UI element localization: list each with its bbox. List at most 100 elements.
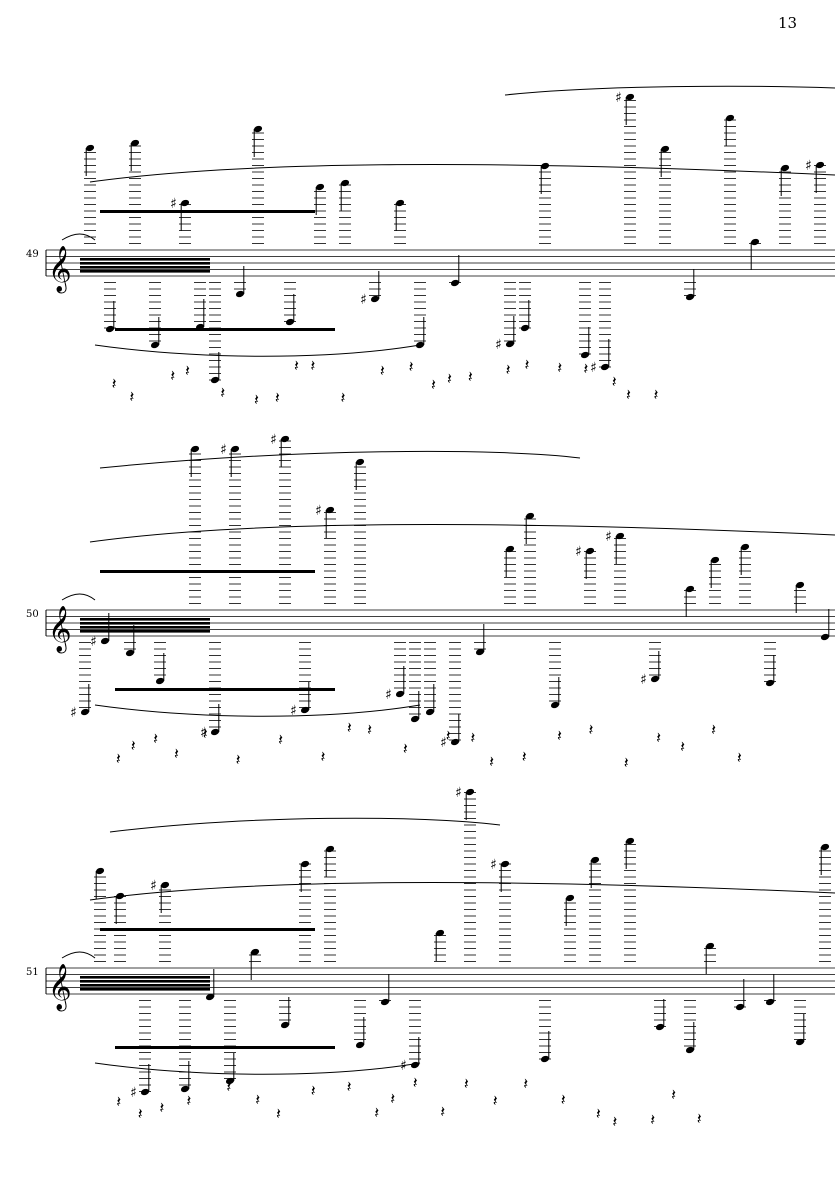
- notehead: [685, 1046, 695, 1054]
- notehead: [180, 1085, 190, 1093]
- notehead: [190, 445, 200, 453]
- tie: [109, 817, 501, 833]
- sharp-icon: ♯: [150, 878, 157, 894]
- notes-system: ♯♯♯♯♯𝄽𝄽𝄽𝄽𝄽𝄽𝄽𝄽𝄽𝄽𝄽𝄽𝄽𝄽𝄽𝄽𝄽𝄽𝄽𝄽𝄽𝄽: [61, 785, 835, 1131]
- notehead: [795, 1038, 805, 1046]
- beam: [80, 984, 210, 987]
- rest-icon: 𝄽: [468, 367, 473, 386]
- notehead: [520, 324, 530, 332]
- rest-icon: 𝄽: [612, 1112, 617, 1131]
- notehead: [85, 144, 95, 152]
- sharp-icon: ♯: [640, 672, 647, 688]
- notehead: [500, 860, 510, 868]
- notes-system: ♯♯♯♯♯♯♯♯♯♯♯♯𝄽𝄽𝄽𝄽𝄽𝄽𝄽𝄽𝄽𝄽𝄽𝄽𝄽𝄽𝄽𝄽𝄽𝄽𝄽𝄽𝄽𝄽: [61, 432, 835, 772]
- rest-icon: 𝄽: [380, 361, 385, 380]
- notehead: [80, 708, 90, 716]
- slur: [89, 524, 835, 543]
- rest-icon: 𝄽: [612, 372, 617, 391]
- notehead: [210, 376, 220, 384]
- beam: [80, 622, 210, 625]
- rest-icon: 𝄽: [254, 390, 259, 409]
- slur: [61, 951, 96, 959]
- notehead: [285, 318, 295, 326]
- notehead: [740, 543, 750, 551]
- notehead: [655, 1023, 665, 1031]
- rest-icon: 𝄽: [185, 361, 190, 380]
- rest-icon: 𝄽: [374, 1103, 379, 1122]
- notehead: [95, 867, 105, 875]
- notehead: [210, 728, 220, 736]
- rest-icon: 𝄽: [390, 1089, 395, 1108]
- rest-icon: 𝄽: [276, 1104, 281, 1123]
- sharp-icon: ♯: [290, 703, 297, 719]
- notehead: [150, 341, 160, 349]
- rest-icon: 𝄽: [112, 374, 117, 393]
- notehead: [780, 164, 790, 172]
- sharp-icon: ♯: [220, 442, 227, 458]
- notehead: [425, 708, 435, 716]
- rest-icon: 𝄽: [470, 728, 475, 747]
- notehead: [380, 998, 390, 1006]
- beam: [80, 626, 210, 629]
- rest-icon: 𝄽: [431, 375, 436, 394]
- notehead: [685, 585, 695, 593]
- rest-icon: 𝄽: [583, 359, 588, 378]
- beam: [115, 328, 335, 331]
- notehead: [235, 290, 245, 298]
- notehead: [325, 845, 335, 853]
- rest-icon: 𝄽: [525, 355, 530, 374]
- sharp-icon: ♯: [605, 529, 612, 545]
- sharp-icon: ♯: [270, 432, 277, 448]
- notehead: [525, 512, 535, 520]
- rest-icon: 𝄽: [409, 357, 414, 376]
- rest-icon: 𝄽: [341, 388, 346, 407]
- sharp-icon: ♯: [385, 687, 392, 703]
- notes-system: ♯♯♯♯♯♯𝄽𝄽𝄽𝄽𝄽𝄽𝄽𝄽𝄽𝄽𝄽𝄽𝄽𝄽𝄽𝄽𝄽𝄽𝄽𝄽𝄽𝄽: [61, 90, 835, 409]
- notehead: [750, 238, 760, 246]
- rest-icon: 𝄽: [116, 1092, 121, 1111]
- slur: [89, 164, 835, 183]
- notehead: [355, 458, 365, 466]
- notehead: [710, 556, 720, 564]
- rest-icon: 𝄽: [557, 726, 562, 745]
- notehead: [600, 363, 610, 371]
- notehead: [160, 881, 170, 889]
- beam: [100, 570, 315, 573]
- sharp-icon: ♯: [90, 634, 97, 650]
- notehead: [540, 1055, 550, 1063]
- notehead: [450, 279, 460, 287]
- rest-icon: 𝄽: [671, 1085, 676, 1104]
- rest-icon: 𝄽: [447, 369, 452, 388]
- rest-icon: 𝄽: [278, 730, 283, 749]
- rest-icon: 𝄽: [522, 747, 527, 766]
- rest-icon: 𝄽: [159, 1098, 164, 1117]
- notehead: [325, 506, 335, 514]
- rest-icon: 𝄽: [680, 737, 685, 756]
- notehead: [725, 114, 735, 122]
- measure-number-49: 49: [26, 249, 39, 260]
- notehead: [625, 837, 635, 845]
- rest-icon: 𝄽: [311, 1081, 316, 1100]
- slur: [94, 344, 421, 357]
- rest-icon: 𝄽: [170, 366, 175, 385]
- rest-icon: 𝄽: [596, 1104, 601, 1123]
- rest-icon: 𝄽: [129, 387, 134, 406]
- sharp-icon: ♯: [70, 705, 77, 721]
- notehead: [140, 1088, 150, 1096]
- notehead: [735, 1003, 745, 1011]
- rest-icon: 𝄽: [464, 1074, 469, 1093]
- rest-icon: 𝄽: [624, 753, 629, 772]
- notehead: [650, 675, 660, 683]
- notehead: [820, 633, 830, 641]
- slur: [89, 882, 835, 901]
- notehead: [705, 942, 715, 950]
- beam: [100, 928, 315, 931]
- rest-icon: 𝄽: [523, 1074, 528, 1093]
- notehead: [435, 929, 445, 937]
- rest-icon: 𝄽: [440, 1102, 445, 1121]
- notehead: [340, 179, 350, 187]
- rest-icon: 𝄽: [557, 358, 562, 377]
- notehead: [765, 679, 775, 687]
- tie: [504, 85, 835, 96]
